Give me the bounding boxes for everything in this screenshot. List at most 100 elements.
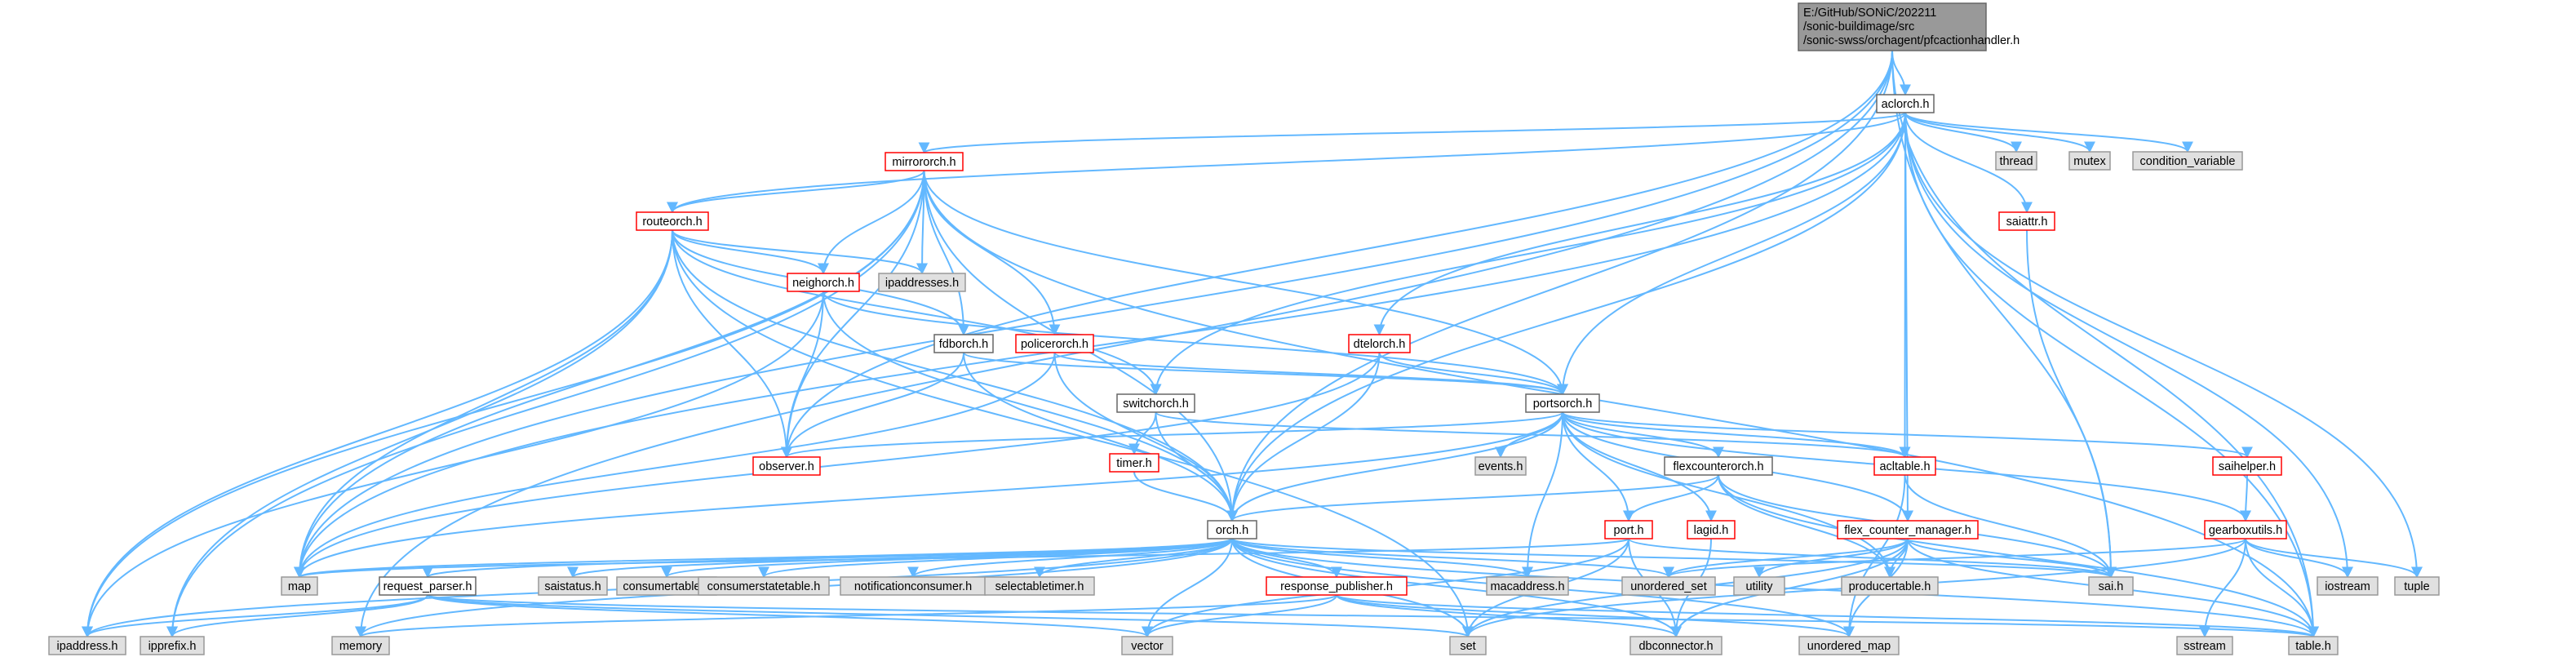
node-set: set — [1449, 636, 1487, 655]
node-label: request_parser.h — [384, 580, 472, 593]
edge-layer — [82, 50, 2423, 638]
node-routeorch[interactable]: routeorch.h — [636, 211, 709, 231]
node-box — [2317, 576, 2379, 596]
node-label: timer.h — [1116, 457, 1152, 470]
node-root: E:/GitHub/SONiC/202211/sonic-buildimage/… — [1798, 2, 2020, 51]
edge-aclorch-to-mutex — [1904, 112, 2095, 153]
node-label: producertable.h — [1849, 580, 1931, 593]
edge-aclorch-to-tuple — [1904, 112, 2423, 579]
edge-routeorch-to-orch — [672, 229, 1238, 522]
edge-routeorch-to-observer — [672, 229, 792, 459]
edge-mirrororch-to-routeorch — [667, 170, 925, 214]
node-label: switchorch.h — [1123, 397, 1189, 411]
node-box — [1486, 576, 1569, 596]
node-portsorch[interactable]: portsorch.h — [1525, 393, 1600, 413]
node-label: acltable.h — [1879, 460, 1930, 473]
node-label: flex_counter_manager.h — [1844, 524, 1971, 537]
node-observer[interactable]: observer.h — [752, 456, 821, 476]
node-box — [878, 273, 966, 292]
node-dtelorch[interactable]: dtelorch.h — [1348, 334, 1411, 353]
edge-acltable-to-unordered_map — [1843, 474, 1906, 638]
node-orch[interactable]: orch.h — [1207, 520, 1257, 539]
node-aclorch[interactable]: aclorch.h — [1876, 94, 1935, 113]
node-response-publisher[interactable]: response_publisher.h — [1266, 576, 1408, 596]
node-label: lagid.h — [1694, 524, 1729, 537]
node-box — [281, 576, 318, 596]
root-label-line: E:/GitHub/SONiC/202211 — [1803, 7, 1936, 20]
node-box — [1837, 520, 1979, 539]
node-label: dtelorch.h — [1354, 338, 1406, 351]
edge-policerorch-to-orch — [1053, 352, 1238, 522]
node-box — [1876, 94, 1935, 113]
root-label-line: /sonic-swss/orchagent/pfcactionhandler.h — [1803, 34, 2020, 47]
node-box — [1841, 576, 1939, 596]
node-saistatus: saistatus.h — [538, 576, 608, 596]
node-box — [379, 576, 477, 596]
edge-mirrororch-to-fdborch — [923, 170, 969, 336]
node-acltable[interactable]: acltable.h — [1873, 456, 1936, 476]
node-switchorch[interactable]: switchorch.h — [1116, 393, 1195, 413]
edge-root-to-memory — [355, 50, 1893, 638]
node-ipaddresses: ipaddresses.h — [878, 273, 966, 292]
edge-portsorch-to-port — [1562, 411, 1634, 522]
node-box — [1873, 456, 1936, 476]
node-saiattr[interactable]: saiattr.h — [1998, 211, 2055, 231]
node-thread: thread — [1995, 151, 2037, 171]
node-gearboxutils[interactable]: gearboxutils.h — [2204, 520, 2287, 539]
node-box — [1348, 334, 1411, 353]
edge-mirrororch-to-neighorch — [818, 170, 925, 275]
node-flexcounterorch[interactable]: flexcounterorch.h — [1664, 456, 1773, 476]
node-mirrororch[interactable]: mirrororch.h — [885, 152, 964, 171]
node-sai: sai.h — [2088, 576, 2134, 596]
edge-request_parser-to-set — [427, 594, 1474, 638]
node-label: saiattr.h — [2006, 215, 2048, 229]
edge-orch-to-map — [294, 538, 1233, 579]
edge-dtelorch-to-orch — [1226, 352, 1381, 522]
node-neighorch[interactable]: neighorch.h — [787, 273, 860, 292]
node-box — [1449, 636, 1487, 655]
edge-aclorch-to-portsorch — [1557, 112, 1906, 396]
edge-flex_counter_manager-to-utility — [1754, 538, 1909, 579]
node-label: policerorch.h — [1021, 338, 1088, 351]
node-sstream: sstream — [2176, 636, 2233, 655]
node-flex-counter-manager[interactable]: flex_counter_manager.h — [1837, 520, 1979, 539]
node-box — [752, 456, 821, 476]
node-port[interactable]: port.h — [1604, 520, 1653, 539]
node-macaddress: macaddress.h — [1486, 576, 1569, 596]
node-timer[interactable]: timer.h — [1109, 453, 1159, 473]
node-box — [2132, 151, 2243, 171]
node-box — [2088, 576, 2134, 596]
node-box — [2394, 576, 2440, 596]
node-box — [984, 576, 1095, 596]
node-label: portsorch.h — [1533, 397, 1593, 411]
node-box — [1116, 393, 1195, 413]
edge-routeorch-to-ipaddresses — [672, 229, 928, 275]
node-label: consumertable.h — [623, 580, 710, 593]
node-box — [1733, 576, 1785, 596]
node-table: table.h — [2288, 636, 2339, 655]
node-label: iostream — [2325, 580, 2370, 593]
edge-aclorch-to-orch — [1226, 112, 1906, 522]
node-saihelper[interactable]: saihelper.h — [2212, 456, 2282, 476]
edge-aclorch-to-saiattr — [1904, 112, 2033, 214]
node-events: events.h — [1474, 456, 1527, 476]
node-box — [331, 636, 390, 655]
node-box — [1995, 151, 2037, 171]
edge-portsorch-to-map — [294, 411, 1563, 579]
edge-flexcounterorch-to-orch — [1226, 474, 1719, 522]
node-policerorch[interactable]: policerorch.h — [1015, 334, 1094, 353]
edge-portsorch-to-orch — [1226, 411, 1563, 522]
edge-flexcounterorch-to-producertable — [1718, 474, 1895, 579]
node-box — [140, 636, 205, 655]
node-label: selectabletimer.h — [995, 580, 1084, 593]
node-producertable: producertable.h — [1841, 576, 1939, 596]
node-box — [933, 334, 994, 353]
edge-orch-to-macaddress — [1231, 538, 1533, 579]
edge-policerorch-to-portsorch — [1053, 352, 1568, 396]
node-request-parser[interactable]: request_parser.h — [379, 576, 477, 596]
node-label: fdborch.h — [939, 338, 988, 351]
node-label: ipaddresses.h — [885, 277, 959, 290]
node-label: dbconnector.h — [1638, 640, 1713, 653]
node-fdborch[interactable]: fdborch.h — [933, 334, 994, 353]
node-lagid[interactable]: lagid.h — [1687, 520, 1736, 539]
